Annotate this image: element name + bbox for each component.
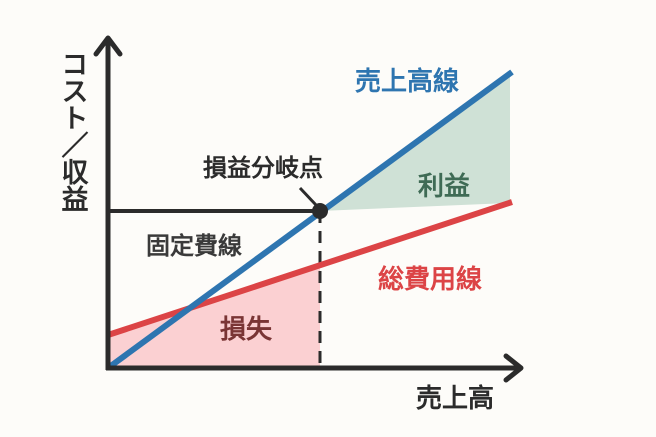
break-even-point: [312, 203, 328, 219]
loss-label: 損失: [220, 315, 273, 345]
total-cost-label: 総費用線: [378, 264, 482, 295]
fixed-cost-label: 固定費線: [146, 232, 242, 260]
sales-line: [106, 69, 514, 371]
loss-area: [108, 265, 320, 368]
y-axis-label: コスト／収益: [57, 50, 89, 212]
x-axis-label: 売上高: [416, 383, 494, 414]
y-axis-arrow-icon: [93, 35, 123, 57]
break-even-label: 損益分岐点: [203, 154, 323, 182]
x-axis-arrow-icon: [503, 353, 524, 383]
profit-label: 利益: [418, 172, 470, 202]
sales-line-label: 売上高線: [355, 66, 459, 97]
total-cost-line: [107, 199, 513, 338]
break-even-pointer: [298, 186, 318, 207]
